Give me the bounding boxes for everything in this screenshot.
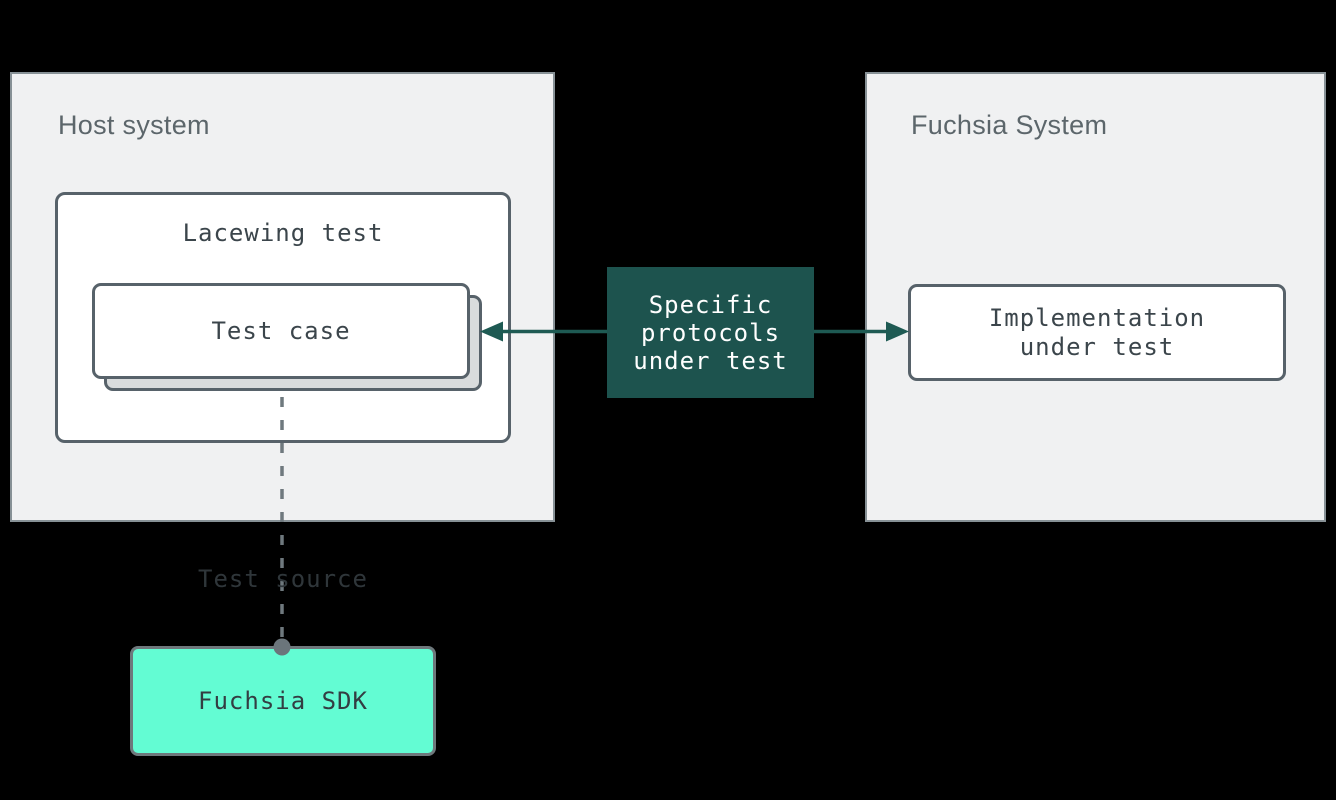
lacewing-test-label: Lacewing test xyxy=(182,219,384,247)
test-case-box: Test case xyxy=(92,283,470,379)
fuchsia-sdk-box: Fuchsia SDK xyxy=(130,646,436,756)
implementation-under-test-box: Implementation under test xyxy=(908,284,1286,381)
test-case-label: Test case xyxy=(211,317,351,345)
host-system-label: Host system xyxy=(58,110,210,140)
fuchsia-system-label: Fuchsia System xyxy=(911,110,1108,140)
protocols-under-test-box: Specific protocols under test xyxy=(607,267,814,398)
protocols-under-test-label: Specific protocols under test xyxy=(633,290,788,375)
fuchsia-sdk-label: Fuchsia SDK xyxy=(198,687,368,715)
implementation-under-test-label: Implementation under test xyxy=(988,303,1206,361)
test-source-label: Test source xyxy=(198,565,368,593)
